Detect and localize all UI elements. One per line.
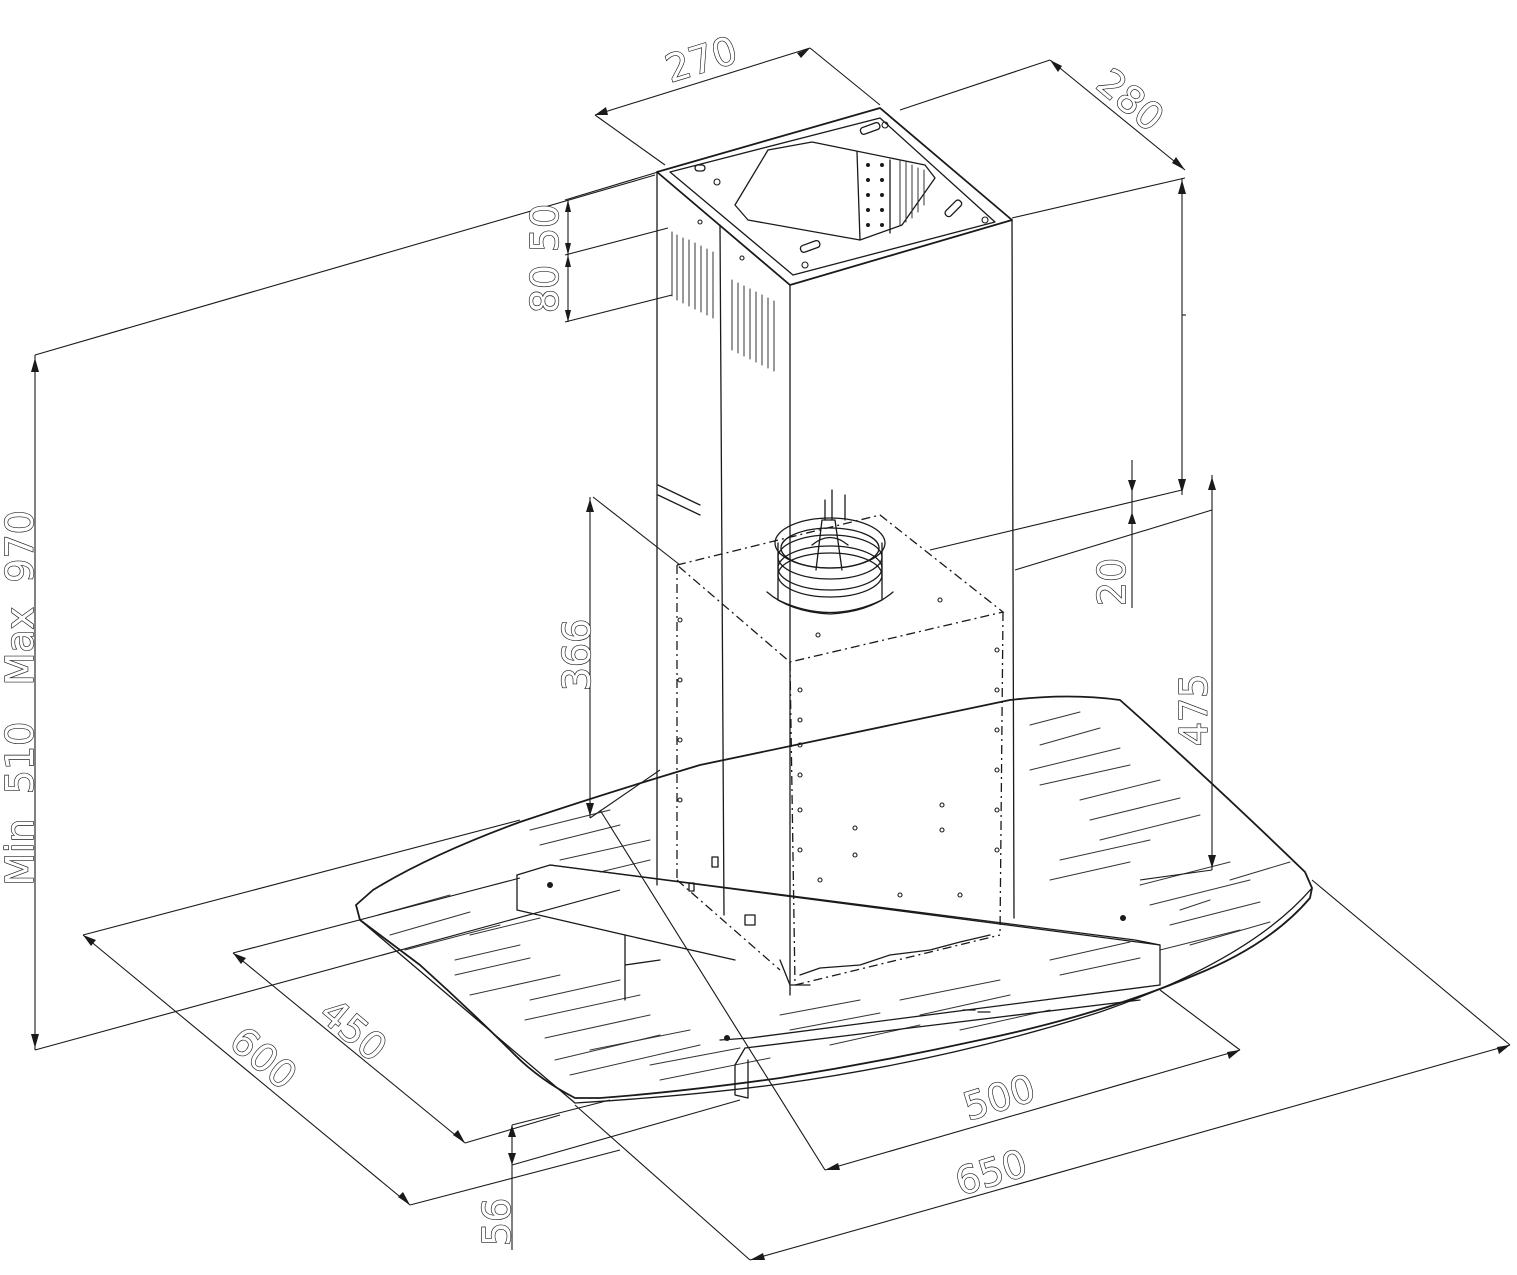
dim-min-max-label: Min 510 Max 970 xyxy=(0,510,42,886)
vent-louvers xyxy=(671,159,925,372)
dim-450-label: 450 xyxy=(311,990,395,1070)
dimension-labels: 270 280 50 80 Min 510 Max 970 366 20 475… xyxy=(0,27,1217,1247)
dim-366-label: 366 xyxy=(555,619,599,692)
dim-80-label: 80 xyxy=(523,265,567,313)
chimney xyxy=(656,107,1015,996)
dim-20-label: 20 xyxy=(1090,558,1134,606)
dim-50-label: 50 xyxy=(523,204,567,252)
fan-outlet xyxy=(766,489,894,615)
dim-280-label: 280 xyxy=(1088,60,1172,140)
dim-600-label: 600 xyxy=(221,1018,305,1098)
dim-475-label: 475 xyxy=(1172,674,1216,747)
dim-650-label: 650 xyxy=(950,1141,1032,1204)
dim-500-label: 500 xyxy=(958,1066,1040,1129)
top-holes xyxy=(713,121,989,269)
dim-270-label: 270 xyxy=(660,28,742,91)
dimension-lines xyxy=(31,47,1511,1261)
control-trim xyxy=(516,864,1161,1099)
motor-box-holes xyxy=(677,597,1000,898)
motor-box xyxy=(675,514,1005,986)
glass-canopy xyxy=(355,695,1313,1104)
dim-56-label: 56 xyxy=(475,1198,519,1246)
